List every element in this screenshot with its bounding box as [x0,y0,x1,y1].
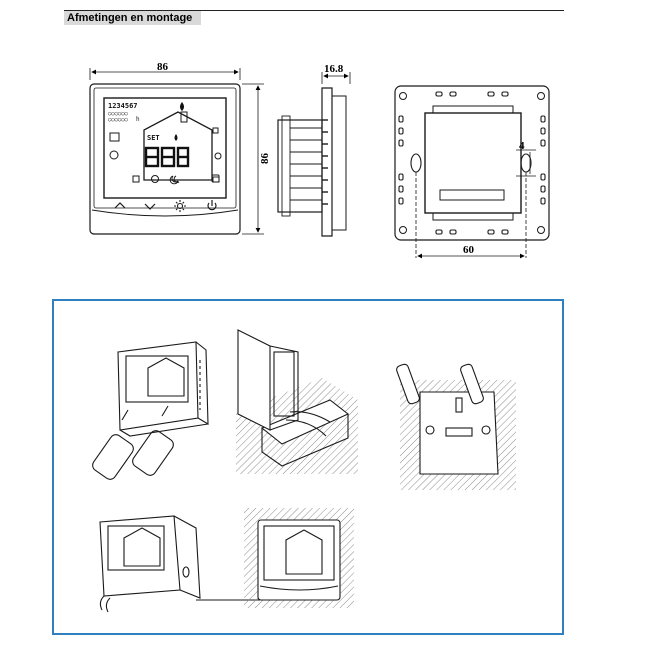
display-hours: h [136,116,140,123]
dim-height-front: 86 [259,153,271,165]
top-rule [64,10,564,11]
display-line-3: ○○○○○○ [108,117,129,123]
step-4-illustration [99,515,260,613]
side-view [277,72,351,237]
step-3-illustration [396,363,516,490]
power-icon[interactable] [207,200,217,211]
installation-frame [52,299,564,635]
dim-width-front: 86 [157,61,169,73]
flame-icon [174,102,184,141]
display-digits-top: 1234567 [108,102,138,110]
section-title: Afmetingen en montage [64,11,201,25]
sun-icon[interactable] [174,200,186,212]
moon-icon [169,175,179,185]
dim-depth-side: 16.8 [324,63,344,75]
dim-width-back: 60 [463,244,475,256]
arrow-up-icon[interactable] [114,202,126,209]
lock-icon [212,176,220,183]
dim-small-back: 4 [519,140,525,152]
step-1-illustration [92,341,209,480]
step-2-illustration [236,329,358,474]
step-5-illustration [244,508,354,608]
back-view [394,85,550,259]
display-set-label: SET [147,134,160,142]
display-line-2: ○○○○○○ [108,111,129,117]
front-view [89,68,264,235]
arrow-down-icon[interactable] [144,203,156,210]
